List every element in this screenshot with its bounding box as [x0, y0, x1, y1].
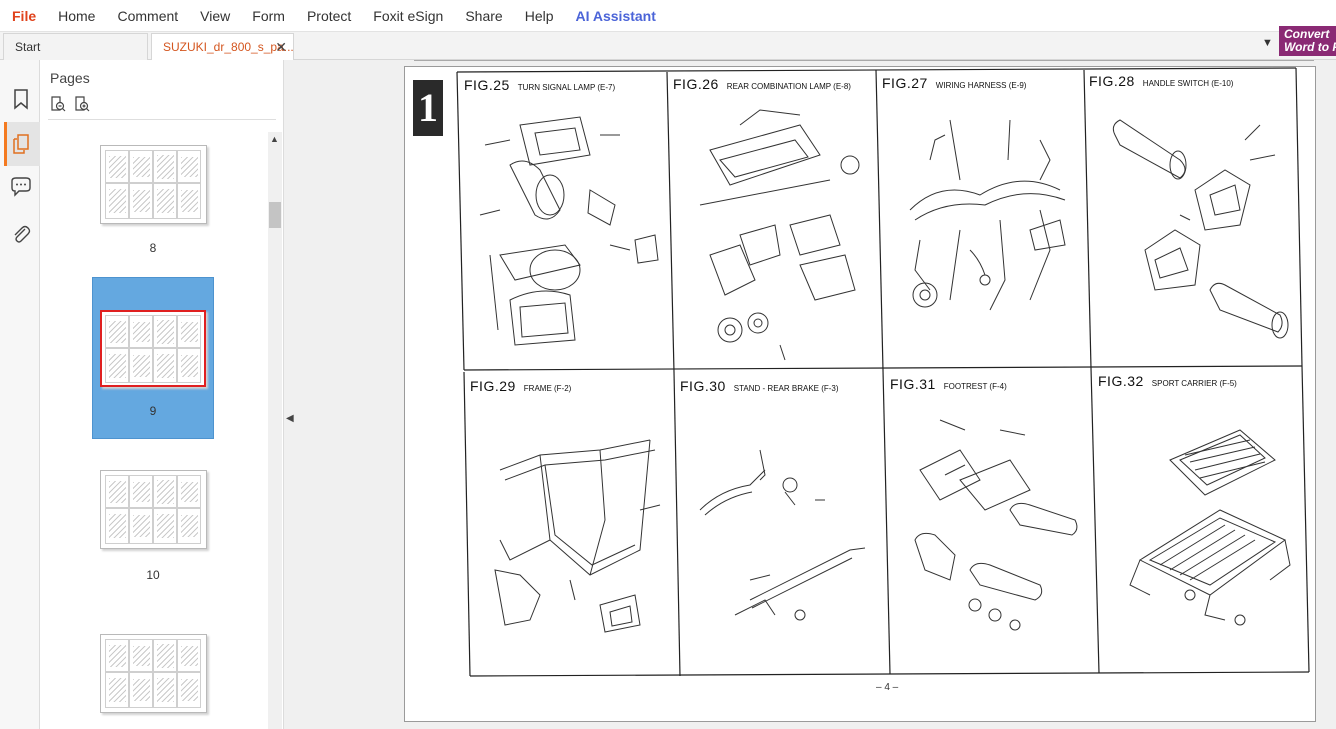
tab-list-dropdown-icon[interactable]: ▼: [1262, 37, 1273, 49]
figure-number: FIG.25: [464, 77, 510, 93]
figure-caption: FIG.29 FRAME (F-2): [470, 378, 571, 394]
scrollbar-thumb[interactable]: [269, 202, 281, 228]
tab-document-label: SUZUKI_dr_800_s_pa...: [163, 40, 294, 54]
pages-panel-title: Pages: [50, 70, 90, 86]
sport-carrier-drawing: [1129, 429, 1291, 626]
figure-title: STAND - REAR BRAKE (F-3): [733, 384, 839, 393]
menu-comment[interactable]: Comment: [117, 7, 179, 24]
attachment-icon[interactable]: [9, 222, 33, 246]
rear-combination-lamp-drawing: [699, 109, 860, 361]
menu-share[interactable]: Share: [465, 7, 503, 24]
tab-bar: Start SUZUKI_dr_800_s_pa... ✕: [0, 32, 1336, 60]
figure-caption: FIG.30 STAND - REAR BRAKE (F-3): [680, 378, 839, 394]
collapse-panel-icon[interactable]: ◀: [286, 413, 294, 424]
zoom-in-thumbnails-icon[interactable]: [73, 95, 91, 113]
figure-title: FRAME (F-2): [523, 384, 572, 393]
figure-title: WIRING HARNESS (E-9): [935, 81, 1027, 90]
figure-caption: FIG.25 TURN SIGNAL LAMP (E-7): [464, 77, 615, 93]
figure-title: FOOTREST (F-4): [943, 382, 1007, 391]
scroll-up-icon[interactable]: ▲: [270, 134, 279, 144]
menu-protect[interactable]: Protect: [306, 7, 352, 24]
tab-document[interactable]: SUZUKI_dr_800_s_pa... ✕: [151, 33, 294, 60]
menu-home[interactable]: Home: [58, 7, 96, 24]
tab-start[interactable]: Start: [3, 33, 148, 60]
comment-icon[interactable]: [9, 175, 33, 199]
figure-number: FIG.26: [673, 76, 719, 92]
pages-panel-active-indicator: [4, 122, 40, 166]
zoom-out-thumbnails-icon[interactable]: [49, 95, 67, 113]
panel-divider: [48, 119, 276, 120]
figure-title: SPORT CARRIER (F-5): [1151, 379, 1237, 388]
page-thumbnail-10[interactable]: [100, 470, 207, 549]
menu-help[interactable]: Help: [524, 7, 554, 24]
wiring-harness-drawing: [909, 119, 1066, 311]
pages-panel: Pages 8 9: [40, 60, 284, 729]
thumbnails-scrollbar[interactable]: ▲: [268, 132, 282, 729]
menu-bar: File Home Comment View Form Protect Foxi…: [0, 0, 1336, 32]
handle-switch-drawing: [1112, 119, 1289, 339]
page-thumbnail-9[interactable]: [100, 310, 206, 387]
thumbnail-label: 10: [146, 568, 160, 582]
previous-page-edge: [414, 60, 1314, 61]
page-number: – 4 –: [876, 682, 899, 693]
figure-caption: FIG.31 FOOTREST (F-4): [890, 376, 1007, 392]
tab-start-label: Start: [15, 40, 41, 54]
pages-icon[interactable]: [9, 132, 33, 156]
figure-caption: FIG.32 SPORT CARRIER (F-5): [1098, 373, 1237, 389]
stand-rear-brake-drawing: [699, 449, 866, 621]
figure-caption: FIG.28 HANDLE SWITCH (E-10): [1089, 73, 1233, 89]
menu-foxit-esign[interactable]: Foxit eSign: [373, 7, 444, 24]
frame-drawing: [494, 439, 661, 633]
section-badge: 1: [413, 80, 443, 136]
figure-title: REAR COMBINATION LAMP (E-8): [726, 82, 851, 91]
close-icon[interactable]: ✕: [275, 39, 287, 55]
figure-number: FIG.28: [1089, 73, 1135, 89]
convert-button-line1: Convert: [1284, 27, 1330, 41]
figure-caption: FIG.27 WIRING HARNESS (E-9): [882, 75, 1026, 91]
menu-ai-assistant[interactable]: AI Assistant: [575, 7, 656, 24]
figure-number: FIG.32: [1098, 373, 1144, 389]
figure-title: TURN SIGNAL LAMP (E-7): [517, 83, 616, 92]
convert-button-line2: Word to P: [1284, 40, 1336, 54]
page-thumbnail-8[interactable]: [100, 145, 207, 224]
bookmark-icon[interactable]: [9, 87, 33, 111]
turn-signal-lamp-drawing: [479, 116, 659, 346]
menu-view[interactable]: View: [200, 7, 231, 24]
thumbnail-label: 8: [149, 241, 157, 255]
figure-number: FIG.31: [890, 376, 936, 392]
menu-file[interactable]: File: [12, 7, 37, 24]
figure-number: FIG.29: [470, 378, 516, 394]
convert-word-to-pdf-button[interactable]: Convert Word to P: [1279, 26, 1336, 56]
menu-form[interactable]: Form: [252, 7, 285, 24]
thumbnail-label: 9: [149, 404, 157, 418]
figure-number: FIG.30: [680, 378, 726, 394]
page-thumbnail-11[interactable]: [100, 634, 207, 713]
figure-title: HANDLE SWITCH (E-10): [1142, 79, 1234, 88]
pdf-page: [404, 66, 1316, 722]
figure-caption: FIG.26 REAR COMBINATION LAMP (E-8): [673, 76, 851, 92]
footrest-drawing: [914, 419, 1078, 631]
navigation-rail: [0, 60, 40, 729]
figure-number: FIG.27: [882, 75, 928, 91]
